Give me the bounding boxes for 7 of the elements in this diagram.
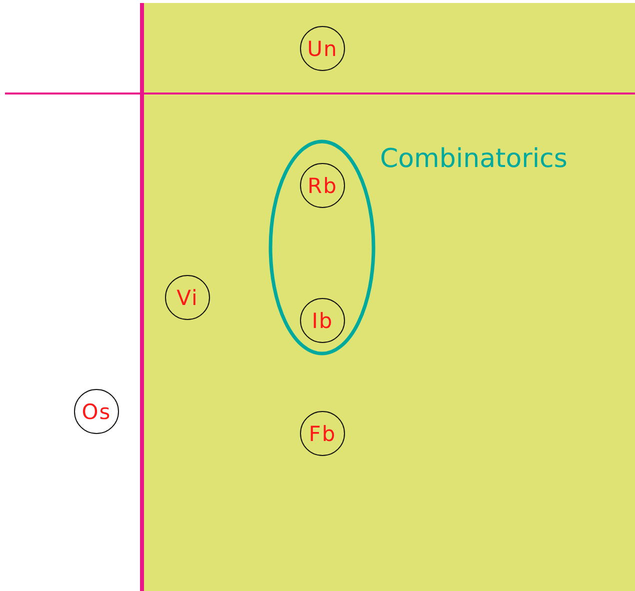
circle-node: Un — [300, 26, 345, 71]
circle-node: Ib — [300, 298, 345, 343]
circle-node: Rb — [300, 163, 345, 208]
circle-node: Vi — [165, 275, 210, 320]
group-title: Combinatorics — [380, 144, 568, 174]
circle-node: Fb — [300, 411, 345, 456]
circle-node: Os — [74, 389, 119, 434]
